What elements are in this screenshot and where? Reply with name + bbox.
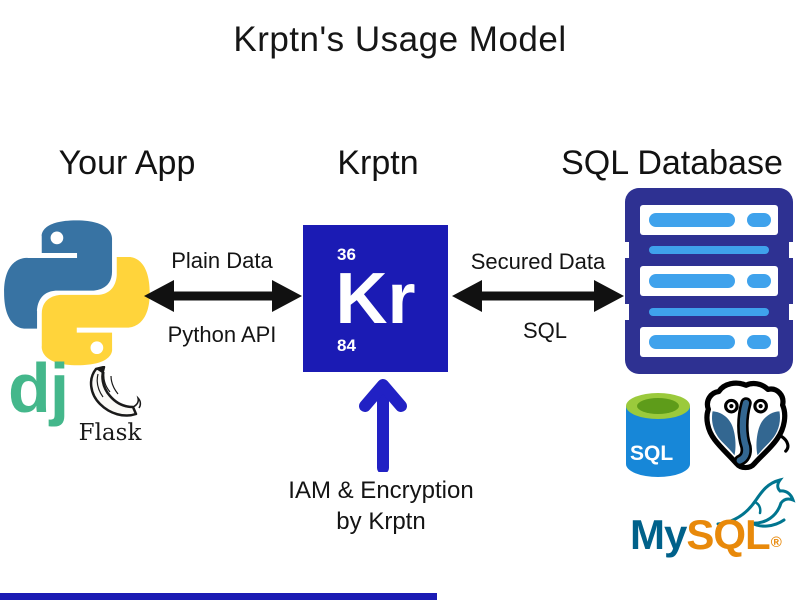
heading-krptn: Krptn	[337, 144, 419, 182]
label-plain-data: Plain Data	[171, 248, 273, 273]
mysql-sql-text: SQL	[686, 511, 770, 558]
diagram-title: Krptn's Usage Model	[233, 20, 567, 59]
up-arrow-icon	[359, 379, 407, 472]
svg-text:SQL: SQL	[630, 442, 673, 465]
flask-icon	[89, 366, 142, 417]
bottom-accent-bar	[0, 593, 437, 600]
server-icon	[625, 188, 793, 374]
python-icon	[4, 220, 150, 366]
django-icon: dj	[8, 349, 69, 427]
mysql-my-text: My	[630, 511, 687, 558]
krptn-element-card: 36 Kr 84	[303, 225, 448, 372]
element-symbol: Kr	[335, 258, 416, 339]
mass-number: 84	[337, 336, 356, 355]
postgresql-icon	[704, 380, 790, 471]
azure-sql-icon: SQL	[626, 393, 690, 477]
heading-your-app: Your App	[58, 144, 196, 182]
left-double-arrow-icon	[144, 280, 302, 312]
label-sql: SQL	[522, 318, 568, 343]
mysql-registered-mark: ®	[770, 534, 782, 551]
mysql-icon: MySQL®	[630, 511, 782, 558]
right-double-arrow-icon	[452, 280, 624, 312]
heading-sql-database: SQL Database	[561, 144, 783, 182]
label-iam-encryption: IAM & Encryption	[288, 477, 474, 504]
mysql-dolphin-icon	[716, 477, 796, 528]
flask-label: Flask	[78, 420, 142, 446]
label-by-krptn: by Krptn	[336, 508, 426, 535]
atomic-number: 36	[337, 245, 356, 264]
label-secured-data: Secured Data	[470, 249, 606, 274]
label-python-api: Python API	[167, 322, 277, 347]
